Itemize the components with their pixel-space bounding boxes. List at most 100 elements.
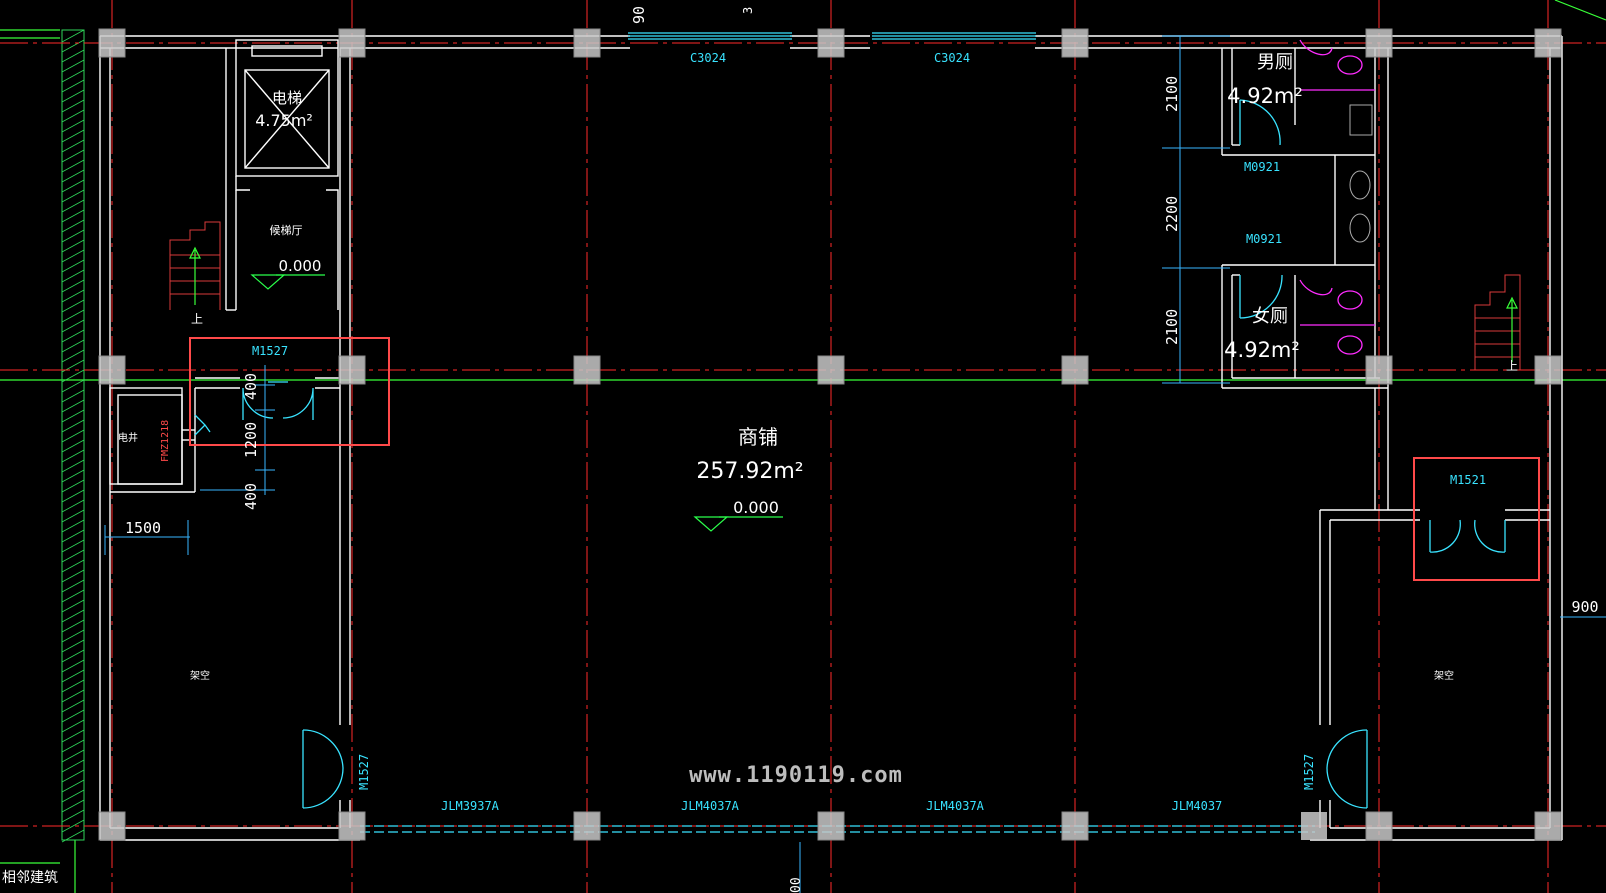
watermark: www.1190119.com	[689, 763, 903, 788]
stair-arrows	[189, 246, 1518, 362]
hatch-line	[61, 409, 85, 423]
lobby-name: 候梯厅	[270, 223, 303, 237]
hatch-line	[61, 79, 85, 93]
hatch-line	[61, 419, 85, 433]
hatch-line	[61, 799, 85, 813]
hatch-line	[61, 519, 85, 533]
column	[1061, 355, 1089, 385]
hatch-line	[61, 829, 85, 843]
dim-door-a: 400	[242, 373, 260, 400]
hatch-line	[61, 269, 85, 283]
adjacent-wall-hatch	[61, 29, 85, 843]
hatch-line	[61, 509, 85, 523]
column	[338, 811, 366, 841]
up-left: 上	[191, 312, 203, 326]
column	[1061, 28, 1089, 58]
top-windows	[628, 32, 1036, 40]
lobby-level: 0.000	[279, 257, 322, 275]
door-swings	[194, 99, 1506, 809]
dim-wc-2: 2200	[1163, 196, 1181, 232]
column	[573, 355, 601, 385]
hatch-line	[61, 439, 85, 453]
column	[1301, 812, 1327, 840]
void-right: 架空	[1434, 669, 1454, 682]
column	[817, 28, 845, 58]
hatch-line	[61, 229, 85, 243]
hatch-line	[61, 209, 85, 223]
hatch-line	[61, 599, 85, 613]
hatch-line	[61, 759, 85, 773]
label-men-door: M0921	[1244, 160, 1280, 174]
hatch-line	[61, 169, 85, 183]
hatch-line	[61, 819, 85, 833]
hatch-line	[61, 609, 85, 623]
column	[1534, 355, 1562, 385]
hatch-line	[61, 349, 85, 363]
hatch-line	[61, 299, 85, 313]
column	[1061, 811, 1089, 841]
hatch-line	[61, 469, 85, 483]
women-wc-area: 4.92m²	[1224, 338, 1300, 362]
adjacent-building: 相邻建筑	[2, 870, 58, 886]
label-right-door: M1521	[1450, 473, 1486, 487]
column	[1365, 811, 1393, 841]
hatch-line	[61, 789, 85, 803]
label-bottom-2: JLM4037A	[681, 799, 740, 813]
hatch-line	[61, 339, 85, 353]
hatch-line	[61, 719, 85, 733]
hatch-line	[61, 219, 85, 233]
hatch-line	[61, 249, 85, 263]
label-left-side-door: M1527	[357, 754, 371, 790]
hatch-line	[61, 479, 85, 493]
hatch-line	[61, 329, 85, 343]
column	[1365, 28, 1393, 58]
hatch-line	[61, 179, 85, 193]
column	[817, 811, 845, 841]
hatch-line	[61, 279, 85, 293]
hatch-line	[61, 319, 85, 333]
hatch-line	[61, 39, 85, 53]
hatch-line	[61, 429, 85, 443]
column	[98, 28, 126, 58]
hatch-line	[61, 389, 85, 403]
level-markers	[250, 274, 783, 532]
label-bottom-4: JLM4037	[1172, 799, 1223, 813]
hatch-line	[61, 539, 85, 553]
void-left: 架空	[190, 669, 210, 682]
up-right: 上	[1506, 359, 1518, 373]
hatch-line	[61, 769, 85, 783]
column	[573, 811, 601, 841]
hatch-line	[61, 69, 85, 83]
hatch-line	[61, 629, 85, 643]
women-wc-name: 女厕	[1252, 306, 1288, 327]
dim-left-width: 1500	[125, 519, 161, 537]
column	[338, 28, 366, 58]
hatch-line	[61, 99, 85, 113]
column	[1365, 355, 1393, 385]
walls	[99, 35, 1563, 841]
hatch-line	[61, 739, 85, 753]
columns	[98, 28, 1562, 841]
label-top-window-2: C3024	[934, 51, 970, 65]
column	[573, 28, 601, 58]
hatch-line	[61, 529, 85, 543]
hatch-line	[61, 689, 85, 703]
hatch-line	[61, 189, 85, 203]
hatch-line	[61, 619, 85, 633]
elevator-area: 4.75m²	[255, 111, 313, 130]
hatch-line	[61, 659, 85, 673]
hatch-line	[61, 709, 85, 723]
shop-area: 257.92m²	[696, 459, 803, 484]
hatch-line	[61, 119, 85, 133]
hatch-line	[61, 239, 85, 253]
hatch-line	[61, 499, 85, 513]
column	[1534, 28, 1562, 58]
column	[817, 355, 845, 385]
column	[98, 355, 126, 385]
label-women-door: M0921	[1246, 232, 1282, 246]
men-wc-name: 男厕	[1257, 52, 1293, 73]
hatch-line	[61, 669, 85, 683]
hatch-line	[61, 149, 85, 163]
label-right-side-door: M1527	[1302, 754, 1316, 790]
